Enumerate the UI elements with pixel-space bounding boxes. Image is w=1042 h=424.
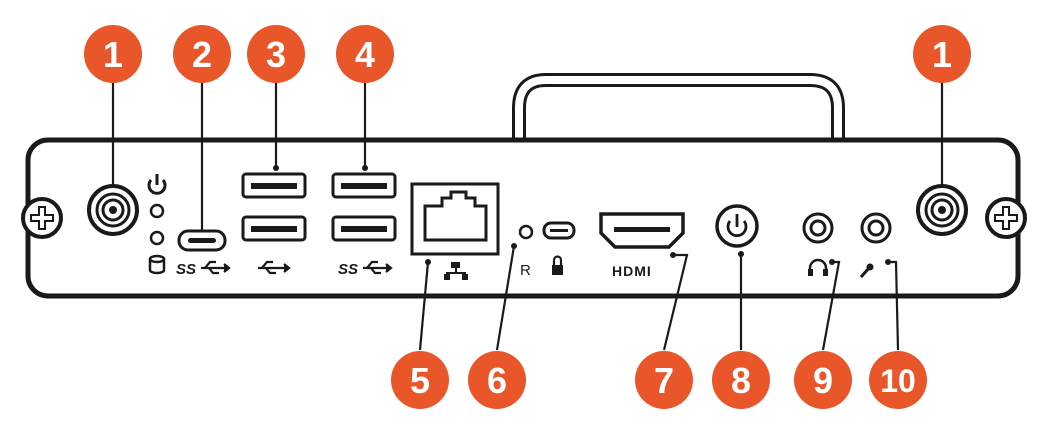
hdmi-label: HDMI: [612, 263, 652, 279]
leader-line-5: [418, 261, 430, 351]
headphone-icon: [808, 258, 828, 276]
leader-line-7: [662, 253, 689, 351]
usb-symbol-icon: [201, 260, 231, 275]
audio-jack-headphone: [802, 212, 834, 244]
reset-label: R: [520, 262, 531, 279]
microphone-icon: [859, 263, 874, 278]
thumbscrew-icon: [21, 197, 63, 239]
reset-button: [518, 224, 534, 240]
hdmi-port-tongue: [614, 227, 670, 232]
svg-text:3: 3: [266, 34, 286, 75]
svg-text:9: 9: [813, 360, 833, 401]
callout-badge-3: 3: [247, 25, 305, 83]
svg-text:7: 7: [654, 360, 674, 401]
antenna-connector-icon: [87, 184, 139, 236]
svg-text:6: 6: [487, 360, 507, 401]
callout-badge-1-right: 1: [913, 25, 971, 83]
lock-icon: [552, 255, 563, 275]
callout-badge-10: 10: [869, 351, 927, 409]
svg-text:5: 5: [410, 360, 430, 401]
callout-badge-5: 5: [391, 351, 449, 409]
svg-text:2: 2: [192, 34, 212, 75]
status-led: [149, 230, 165, 246]
usb-ss-label: SS: [338, 261, 358, 278]
leader-line-6: [495, 245, 516, 351]
callout-badge-8: 8: [712, 351, 770, 409]
carry-handle-inner: [515, 76, 842, 168]
svg-text:4: 4: [355, 34, 375, 75]
thumbscrew-icon: [985, 197, 1027, 239]
storage-icon: [148, 254, 166, 275]
usb-a-port-icon: [241, 215, 307, 242]
callout-badge-6: 6: [468, 351, 526, 409]
usb-ss-label: SS: [176, 261, 196, 278]
callout-badge-1-left: 1: [84, 25, 142, 83]
callout-badge-4: 4: [336, 25, 394, 83]
svg-text:10: 10: [880, 363, 916, 399]
usb-c-port-tongue: [188, 238, 216, 243]
usb-a-port-icon: [331, 172, 397, 199]
svg-text:1: 1: [103, 34, 123, 75]
power-icon: [147, 174, 167, 195]
antenna-connector-icon: [916, 184, 968, 236]
leader-lines: [111, 82, 944, 351]
usb-symbol-icon: [258, 260, 291, 275]
usb-symbol-icon: [363, 260, 393, 275]
leader-dots: [273, 165, 891, 265]
usb-a-port-icon: [241, 172, 307, 199]
callout-badge-2: 2: [173, 25, 231, 83]
ethernet-port-icon: [423, 190, 488, 242]
status-led: [149, 203, 165, 219]
callout-badge-7: 7: [635, 351, 693, 409]
network-icon: [444, 262, 468, 280]
power-button-symbol: [726, 220, 748, 237]
callout-badge-9: 9: [794, 351, 852, 409]
svg-text:8: 8: [731, 360, 751, 401]
usb-a-port-icon: [331, 215, 397, 242]
audio-jack-microphone: [860, 212, 892, 244]
svg-text:1: 1: [932, 34, 952, 75]
